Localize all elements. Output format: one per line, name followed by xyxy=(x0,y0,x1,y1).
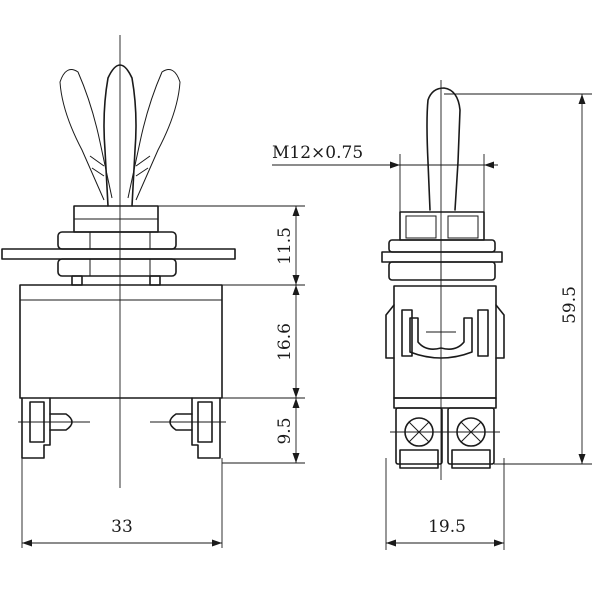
front-view: 33 xyxy=(1,35,236,548)
dim-thread-label: M12×0.75 xyxy=(272,143,363,163)
front-housing xyxy=(19,284,223,399)
dim-body-width: 33 xyxy=(22,517,222,547)
front-lower-nut xyxy=(57,258,177,277)
side-spring-contact xyxy=(409,317,473,359)
front-lever-left-position xyxy=(59,69,113,201)
dim-side-width: 19.5 xyxy=(386,517,504,547)
front-terminal-right xyxy=(150,397,226,459)
dim-bushing-height-label: 11.5 xyxy=(275,227,295,265)
front-lever xyxy=(103,64,137,207)
side-screw-terminal-left xyxy=(395,407,443,469)
front-lever-right-position xyxy=(127,69,181,201)
middle-dimensions: 11.5 16.6 9.5 xyxy=(158,205,305,464)
dim-overall-height: 59.5 xyxy=(444,93,592,465)
side-lower-nut xyxy=(388,261,496,281)
dim-body-width-label: 33 xyxy=(111,517,133,537)
front-terminal-left xyxy=(18,397,90,459)
dim-overall-height-label: 59.5 xyxy=(560,286,580,324)
front-upper-nut xyxy=(57,231,177,250)
side-view: 19.5 M12×0.75 59.5 xyxy=(272,80,592,550)
dim-side-width-label: 19.5 xyxy=(428,517,466,537)
dim-thread: M12×0.75 xyxy=(272,143,498,212)
side-plate xyxy=(381,251,503,263)
front-panel-plate xyxy=(1,248,236,260)
dim-body-height-label: 16.6 xyxy=(275,323,295,361)
side-screw-terminal-right xyxy=(447,407,495,469)
side-upper-nut xyxy=(388,239,496,253)
side-lever xyxy=(426,87,461,211)
dim-terminal-height-label: 9.5 xyxy=(275,417,295,444)
